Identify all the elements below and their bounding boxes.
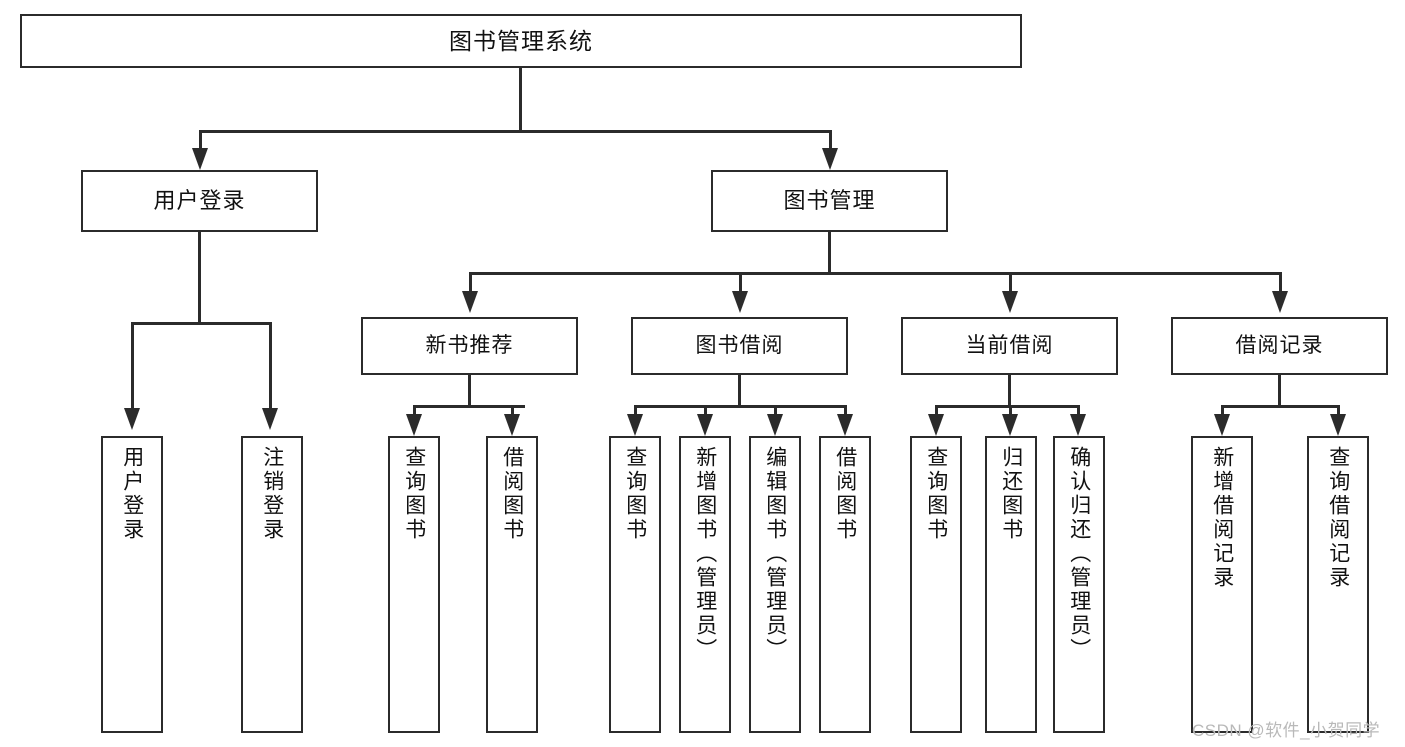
connector-user-login-right-drop [269, 322, 272, 412]
connector-book-borrow-stem [738, 375, 741, 407]
arrowhead-borrow-record [1272, 291, 1288, 313]
connector-cb-drop-2 [1009, 405, 1012, 417]
connector-borrow-record-stem [1278, 375, 1281, 407]
node-label: 归还图书 [999, 446, 1023, 542]
connector-cb-drop-1 [935, 405, 938, 417]
node-leaf-query-record[interactable]: 查询借阅记录 [1307, 436, 1369, 733]
node-leaf-return-book[interactable]: 归还图书 [985, 436, 1037, 733]
node-label: 图书管理 [783, 188, 876, 214]
arrowhead-leaf-query-record [1330, 414, 1346, 436]
node-label: 编辑图书（管理员） [763, 446, 787, 662]
arrowhead-book-manage [822, 148, 838, 170]
connector-borrow-record-bar [1221, 405, 1339, 408]
node-label: 查询图书 [623, 446, 647, 542]
arrowhead-leaf-add-record [1214, 414, 1230, 436]
node-current-borrow[interactable]: 当前借阅 [901, 317, 1118, 375]
connector-to-new-book-recommend [469, 272, 472, 294]
connector-book-manage-bar [469, 272, 1279, 275]
node-borrow-record[interactable]: 借阅记录 [1171, 317, 1388, 375]
node-user-login[interactable]: 用户登录 [81, 170, 318, 232]
connector-user-login-stem [198, 232, 201, 324]
connector-br-drop-1 [1221, 405, 1224, 417]
connector-bb-drop-3 [774, 405, 777, 417]
node-label: 查询图书 [924, 446, 948, 542]
connector-user-login-bar [131, 322, 271, 325]
connector-nbr-drop-2 [511, 405, 514, 417]
arrowhead-user-login [192, 148, 208, 170]
node-root-system[interactable]: 图书管理系统 [20, 14, 1022, 68]
node-label: 确认归还（管理员） [1067, 446, 1091, 662]
node-label: 借阅记录 [1235, 333, 1324, 357]
connector-root-to-user-login [199, 130, 202, 152]
connector-br-drop-2 [1337, 405, 1340, 417]
connector-to-book-borrow [739, 272, 742, 294]
arrowhead-leaf-confirm-return [1070, 414, 1086, 436]
node-leaf-add-record[interactable]: 新增借阅记录 [1191, 436, 1253, 733]
node-leaf-query-book-1[interactable]: 查询图书 [388, 436, 440, 733]
node-book-manage[interactable]: 图书管理 [711, 170, 948, 232]
node-label: 新增图书（管理员） [693, 446, 717, 662]
arrowhead-leaf-return-book [1002, 414, 1018, 436]
arrowhead-leaf-borrow-book-2 [837, 414, 853, 436]
arrowhead-leaf-user-login [124, 408, 140, 430]
node-leaf-edit-book[interactable]: 编辑图书（管理员） [749, 436, 801, 733]
node-leaf-confirm-return[interactable]: 确认归还（管理员） [1053, 436, 1105, 733]
node-label: 注销登录 [260, 446, 284, 542]
connector-root-stem [519, 68, 522, 132]
connector-bb-drop-4 [844, 405, 847, 417]
connector-book-borrow-bar [634, 405, 846, 408]
connector-root-bar [199, 130, 831, 133]
node-label: 图书借阅 [695, 333, 784, 357]
arrowhead-book-borrow [732, 291, 748, 313]
connector-current-borrow-stem [1008, 375, 1011, 407]
connector-user-login-left-drop [131, 322, 134, 412]
node-label: 借阅图书 [833, 446, 857, 542]
node-label: 当前借阅 [965, 333, 1054, 357]
connector-book-manage-stem [828, 232, 831, 274]
connector-to-borrow-record [1279, 272, 1282, 294]
arrowhead-leaf-user-logout [262, 408, 278, 430]
arrowhead-leaf-query-book-3 [928, 414, 944, 436]
connector-root-to-book-manage [829, 130, 832, 152]
arrowhead-leaf-query-book-1 [406, 414, 422, 436]
arrowhead-leaf-borrow-book-1 [504, 414, 520, 436]
arrowhead-new-book-recommend [462, 291, 478, 313]
node-label: 查询图书 [402, 446, 426, 542]
connector-bb-drop-1 [634, 405, 637, 417]
node-label: 图书管理系统 [449, 27, 593, 54]
node-label: 用户登录 [120, 446, 144, 542]
node-leaf-borrow-book-1[interactable]: 借阅图书 [486, 436, 538, 733]
connector-new-book-recommend-bar [413, 405, 525, 408]
connector-nbr-drop-1 [413, 405, 416, 417]
connector-cb-drop-3 [1077, 405, 1080, 417]
node-label: 查询借阅记录 [1326, 446, 1350, 590]
arrowhead-leaf-query-book-2 [627, 414, 643, 436]
arrowhead-current-borrow [1002, 291, 1018, 313]
node-book-borrow[interactable]: 图书借阅 [631, 317, 848, 375]
connector-bb-drop-2 [704, 405, 707, 417]
node-new-book-recommend[interactable]: 新书推荐 [361, 317, 578, 375]
node-leaf-user-login[interactable]: 用户登录 [101, 436, 163, 733]
node-leaf-user-logout[interactable]: 注销登录 [241, 436, 303, 733]
node-label: 借阅图书 [500, 446, 524, 542]
arrowhead-leaf-add-book [697, 414, 713, 436]
node-leaf-add-book[interactable]: 新增图书（管理员） [679, 436, 731, 733]
connector-current-borrow-bar [935, 405, 1080, 408]
node-label: 用户登录 [153, 188, 246, 214]
node-label: 新书推荐 [425, 333, 514, 357]
connector-new-book-recommend-stem [468, 375, 471, 407]
node-leaf-query-book-2[interactable]: 查询图书 [609, 436, 661, 733]
arrowhead-leaf-edit-book [767, 414, 783, 436]
connector-to-current-borrow [1009, 272, 1012, 294]
node-label: 新增借阅记录 [1210, 446, 1234, 590]
node-leaf-borrow-book-2[interactable]: 借阅图书 [819, 436, 871, 733]
node-leaf-query-book-3[interactable]: 查询图书 [910, 436, 962, 733]
csdn-watermark: CSDN @软件_小贺同学 [1192, 721, 1381, 740]
